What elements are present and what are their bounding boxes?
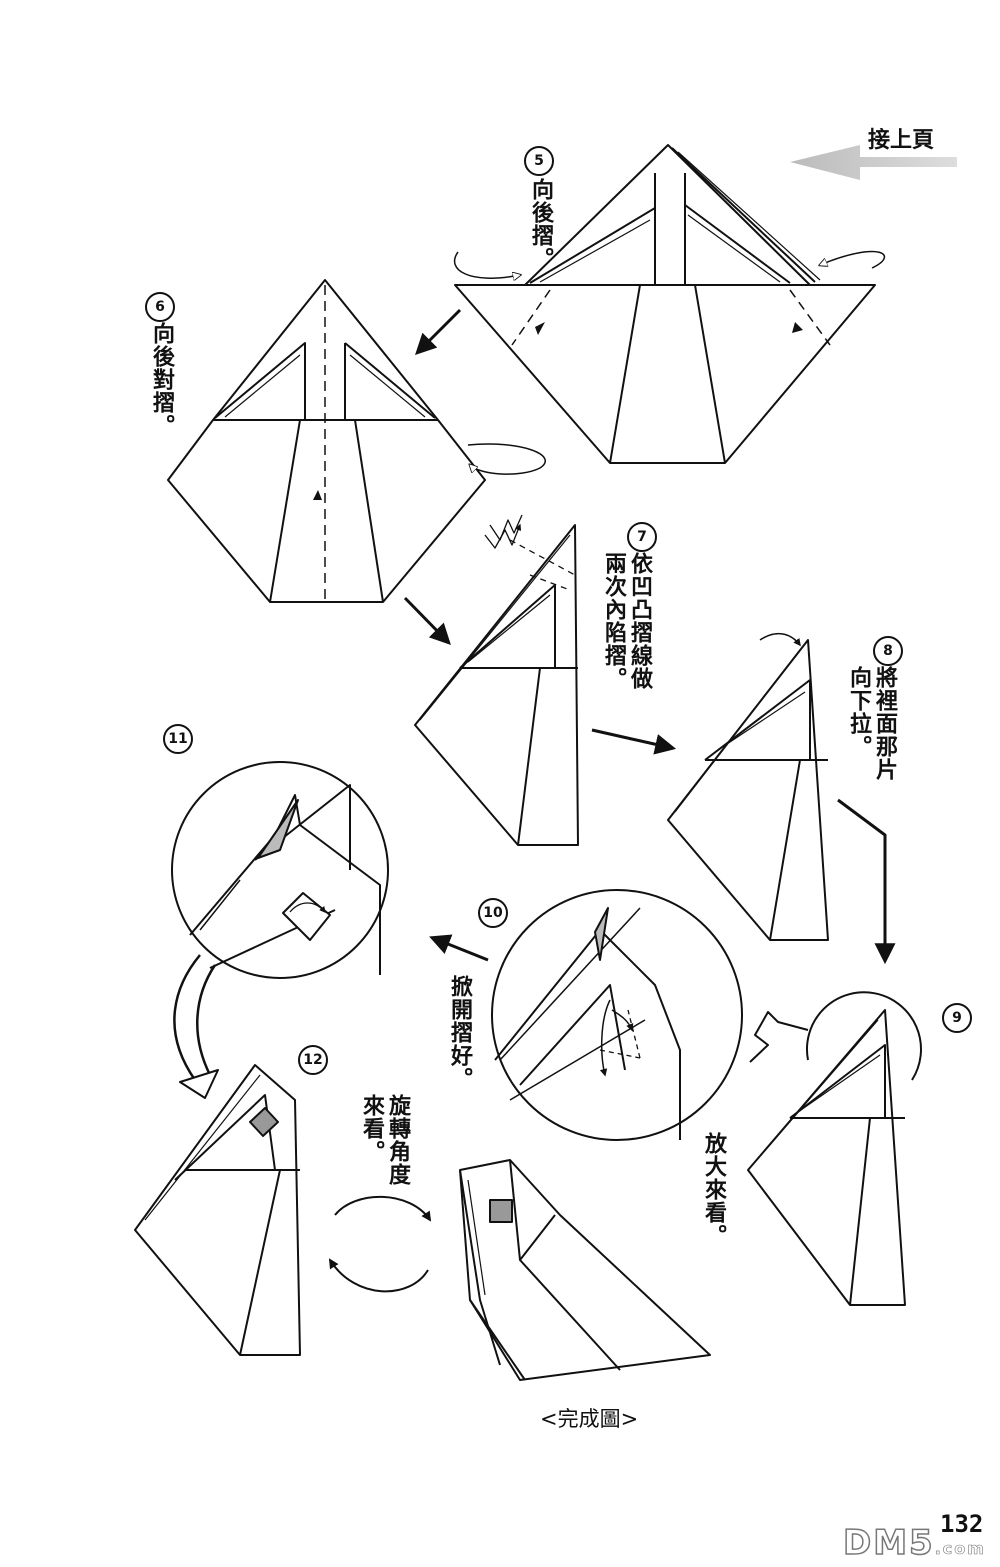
step8-number: 8 <box>873 636 903 666</box>
step10-instruction: 掀開摺好。 <box>447 975 472 1090</box>
step6-number: 6 <box>145 292 175 322</box>
step6-figure <box>167 279 546 603</box>
step7-figure <box>414 514 579 846</box>
step6-instruction: 向後對摺。 <box>149 322 174 437</box>
step11-number: 11 <box>163 724 193 754</box>
step12-figure <box>134 1064 301 1356</box>
arrow-7-to-8 <box>591 728 677 755</box>
step9-figure <box>747 991 922 1306</box>
step12-number: 12 <box>298 1045 328 1075</box>
step9-instruction: 放大來看。 <box>701 1132 726 1247</box>
completed-caption: <完成圖> <box>540 1407 639 1431</box>
rotate-icon <box>328 1195 432 1293</box>
step11-figure <box>171 761 389 1099</box>
step5-figure <box>453 144 886 464</box>
arrow-10-to-11 <box>429 934 489 962</box>
arrow-8-to-9 <box>837 798 896 965</box>
step7-number: 7 <box>627 522 657 552</box>
arrow-5-to-6 <box>415 308 462 355</box>
continue-arrow-icon <box>790 145 957 180</box>
step10-figure <box>491 889 743 1141</box>
step10-number: 10 <box>478 898 508 928</box>
step9-number: 9 <box>942 1003 972 1033</box>
final-figure <box>459 1159 711 1381</box>
step7-instruction: 依凹凸摺線做 兩次內陷摺。 <box>601 552 652 690</box>
step8-instruction: 將裡面那片 向下拉。 <box>846 666 897 781</box>
continue-label: 接上頁 <box>868 128 935 153</box>
arrow-6-to-7 <box>403 596 451 646</box>
step12-instruction: 旋轉角度 來看。 <box>359 1094 410 1186</box>
page-number: 132 <box>940 1510 984 1538</box>
step8-figure <box>667 633 829 941</box>
step5-number: 5 <box>524 146 554 176</box>
watermark-logo: DM5.com <box>842 1522 986 1564</box>
step5-instruction: 向後摺。 <box>528 178 553 270</box>
zoom-connector <box>749 1011 809 1063</box>
